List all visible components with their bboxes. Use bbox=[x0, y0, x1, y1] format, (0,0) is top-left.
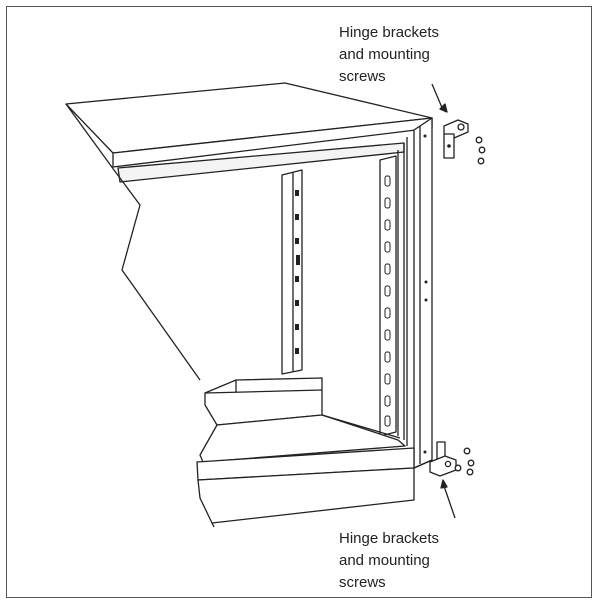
cabinet-right-frame bbox=[413, 117, 433, 469]
arrow-icon bbox=[431, 83, 448, 113]
callout-top-hinge: Hinge brackets and mounting screws bbox=[339, 22, 439, 88]
front-mounting-rail bbox=[379, 155, 397, 437]
callout-bottom-line-2: and mounting bbox=[339, 552, 430, 569]
cabinet-left-edge bbox=[65, 103, 201, 381]
callout-top-line-2: and mounting bbox=[339, 46, 430, 63]
cabinet-plinth bbox=[197, 467, 415, 524]
callout-bottom-line-1: Hinge brackets bbox=[339, 530, 440, 547]
callout-bottom-hinge: Hinge brackets and mounting screws bbox=[339, 528, 439, 594]
arrow-icon bbox=[440, 479, 456, 519]
hinge-bracket-icon bbox=[443, 119, 469, 159]
hinge-bracket-icon bbox=[429, 441, 457, 477]
callout-top-line-1: Hinge brackets bbox=[339, 24, 440, 41]
callout-bottom-line-3: screws bbox=[339, 574, 386, 591]
mounting-screw-icon bbox=[454, 447, 475, 476]
mounting-screw-icon bbox=[475, 136, 486, 165]
rear-mounting-rail bbox=[281, 169, 303, 375]
callout-top-line-3: screws bbox=[339, 68, 386, 85]
